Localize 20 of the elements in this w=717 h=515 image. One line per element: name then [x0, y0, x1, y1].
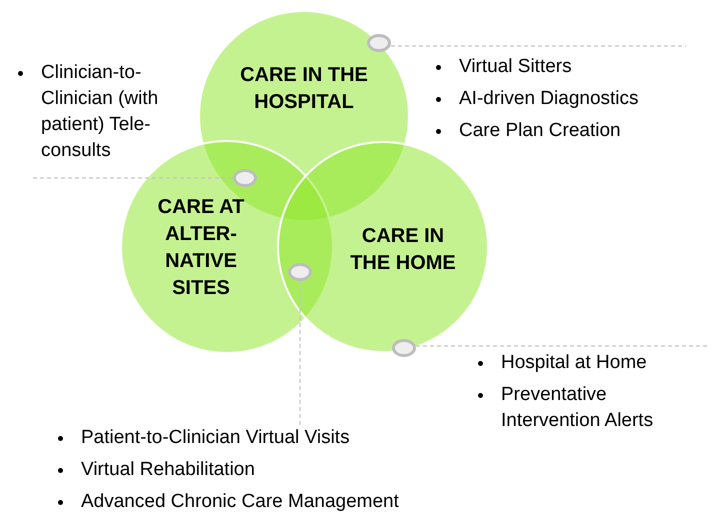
list-text: Patient-to-Clinician Virtual Visits: [81, 426, 351, 450]
list-text: Preventative Intervention Alerts: [501, 383, 654, 433]
list-text: Hospital at Home: [501, 351, 648, 375]
circle-title: CARE IN THE HOME: [349, 224, 457, 276]
leader-line: [416, 345, 708, 347]
list-text: Advanced Chronic Care Management: [81, 490, 400, 514]
list-text: AI-driven Diagnostics: [459, 87, 640, 111]
connector-dot: [367, 34, 391, 52]
circle-title: CARE AT ALTER-NATIVE SITES: [156, 195, 246, 301]
list-text: Virtual Sitters: [459, 55, 573, 79]
connector-dot: [288, 263, 312, 281]
list-text: Virtual Rehabilitation: [81, 458, 256, 482]
leader-line: [299, 281, 301, 425]
leader-line: [30, 177, 233, 179]
list-text: Care Plan Creation: [459, 119, 622, 143]
connector-dot: [233, 169, 257, 187]
connector-dot: [392, 339, 416, 357]
leader-line: [391, 45, 686, 47]
list-text: Clinician-to-Clinician (with patient) Tele-consults: [41, 61, 160, 163]
circle-title: CARE IN THE HOSPITAL: [239, 63, 369, 115]
